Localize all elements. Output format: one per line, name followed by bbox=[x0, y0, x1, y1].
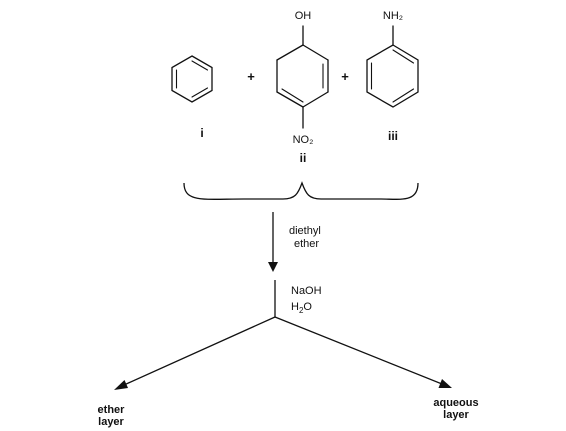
double-bond-line bbox=[392, 88, 415, 103]
double-bond-line bbox=[191, 87, 209, 98]
ether-layer-label-line1: ether bbox=[98, 404, 126, 416]
double-bond-line bbox=[281, 88, 304, 103]
double-bond-line bbox=[392, 49, 415, 64]
arrow-head bbox=[438, 379, 452, 388]
ring-bond bbox=[302, 44, 329, 61]
grouping-brace bbox=[183, 181, 419, 200]
hydroxyl-label: OH bbox=[295, 10, 312, 22]
benzene-ring bbox=[171, 55, 213, 103]
ring-bond bbox=[302, 91, 329, 108]
ether-layer-arrow bbox=[123, 316, 276, 386]
ether-layer-label-line2: layer bbox=[98, 416, 124, 428]
aqueous-layer-arrow bbox=[274, 316, 443, 385]
molecule-iii-label: iii bbox=[388, 129, 398, 143]
arrow-head bbox=[114, 380, 128, 390]
water-label: H2O bbox=[291, 301, 312, 315]
ring-bond bbox=[276, 44, 304, 61]
plus-sign: + bbox=[341, 69, 349, 84]
benzene-ring bbox=[366, 44, 419, 108]
aqueous-layer-label-line1: aqueous bbox=[433, 397, 478, 409]
nitro-label: NO₂ bbox=[293, 134, 314, 146]
solvent-label-line1: diethyl bbox=[289, 225, 321, 237]
ring-bond bbox=[276, 91, 304, 108]
molecule-iii-aniline bbox=[366, 25, 419, 108]
molecule-i-label: i bbox=[200, 126, 203, 140]
molecule-i-benzene bbox=[171, 55, 213, 103]
aqueous-layer-label-line2: layer bbox=[443, 409, 469, 421]
double-bond-line bbox=[191, 60, 209, 71]
solvent-label-line2: ether bbox=[294, 238, 319, 250]
amino-label: NH₂ bbox=[383, 10, 403, 22]
molecule-ii bbox=[276, 25, 329, 129]
base-label: NaOH bbox=[291, 285, 322, 297]
plus-sign: + bbox=[247, 69, 255, 84]
molecule-ii-label: ii bbox=[300, 151, 307, 165]
arrow-head bbox=[268, 262, 278, 272]
